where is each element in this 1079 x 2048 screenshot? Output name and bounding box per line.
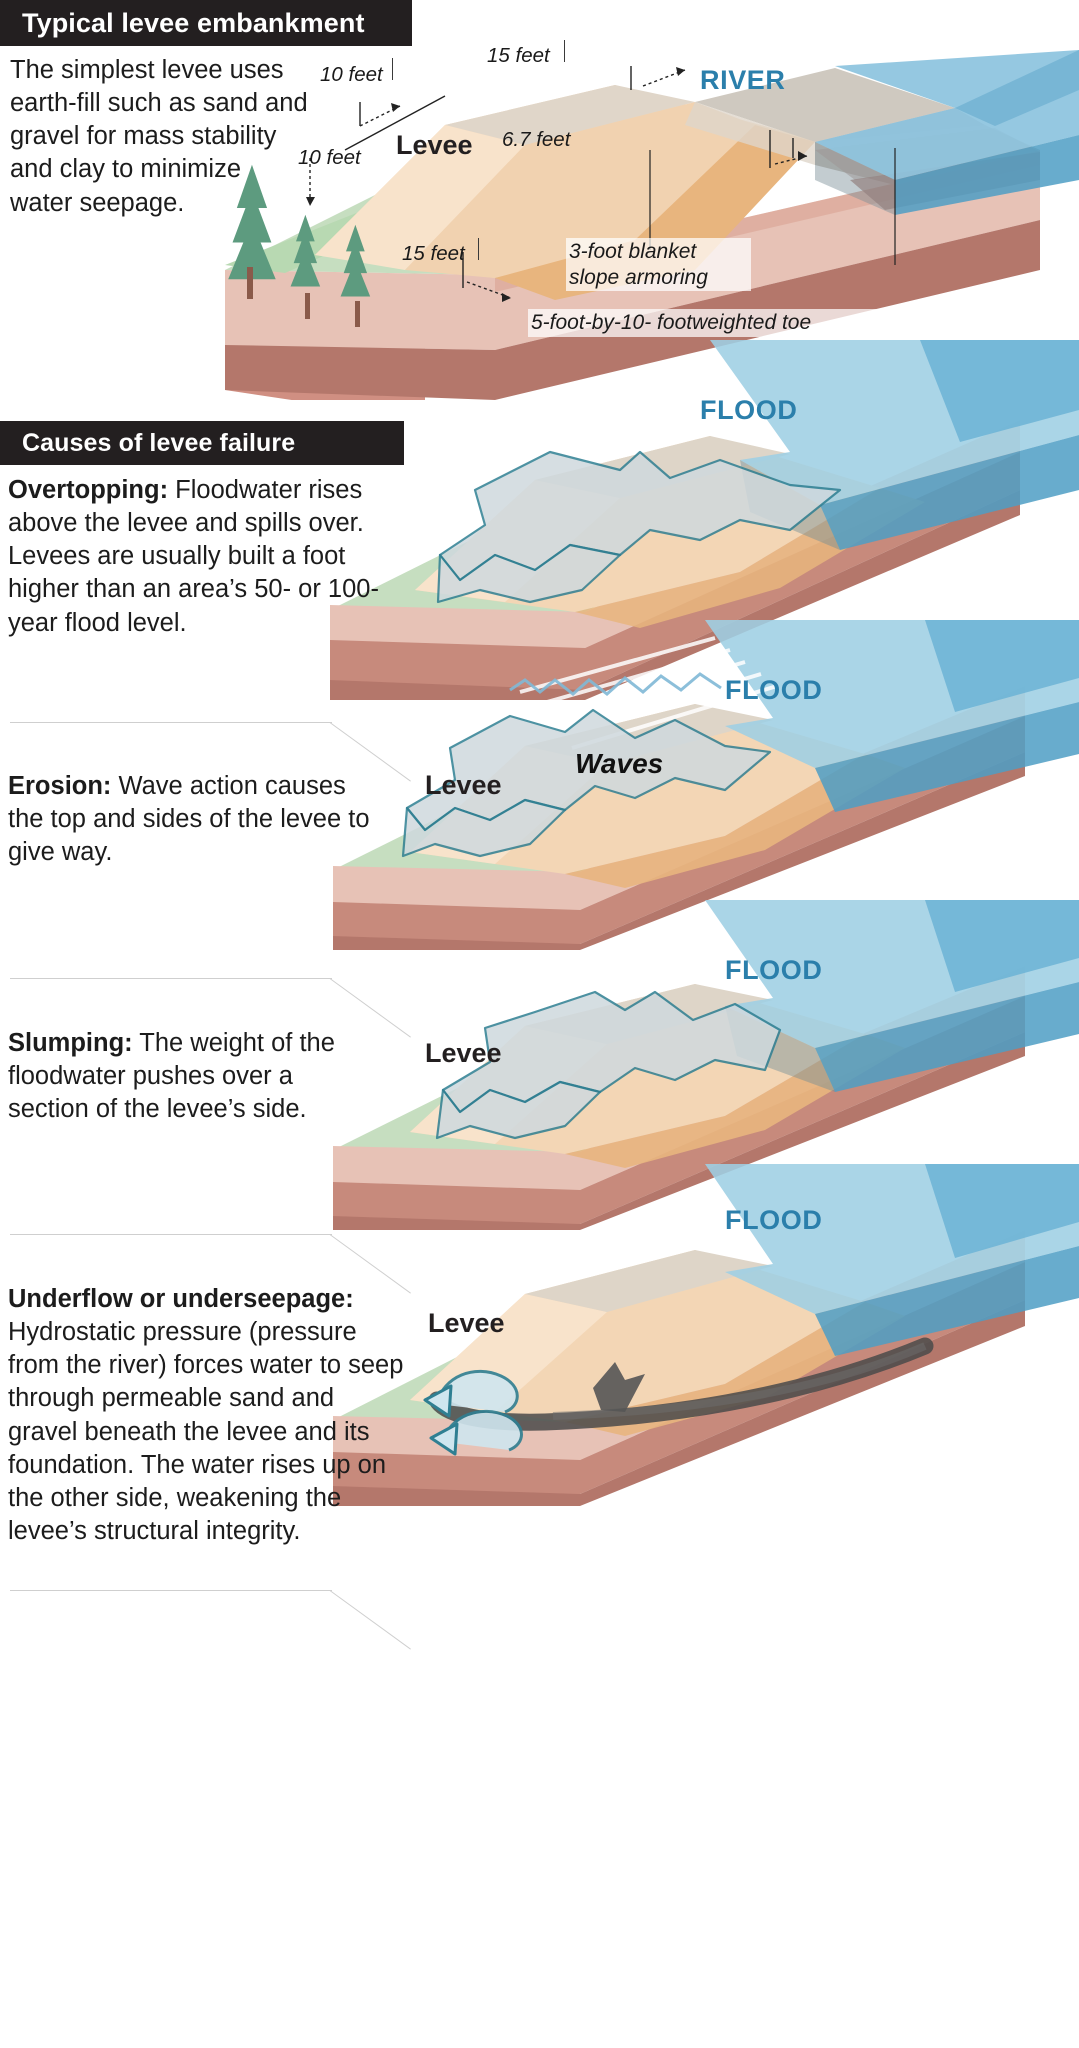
erosion-diagram bbox=[325, 620, 1079, 950]
label-flood-overtopping: FLOOD bbox=[700, 395, 798, 425]
label-levee-slumping: Levee bbox=[425, 1038, 502, 1068]
leader-berm-width bbox=[564, 40, 565, 62]
dimension-berm-width: 15 feet bbox=[487, 44, 550, 67]
label-flood-slumping: FLOOD bbox=[725, 955, 823, 985]
label-levee-embankment: Levee bbox=[396, 130, 473, 160]
section-header-embankment: Typical levee embankment bbox=[0, 0, 412, 46]
label-levee-erosion: Levee bbox=[425, 770, 502, 800]
separator-3a bbox=[10, 1234, 332, 1235]
label-levee-underseepage: Levee bbox=[428, 1308, 505, 1338]
underseepage-term: Underflow or underseepage: bbox=[8, 1285, 354, 1313]
slumping-diagram bbox=[325, 900, 1079, 1230]
dimension-riverside-height: 6.7 feet bbox=[502, 128, 571, 151]
separator-1a bbox=[10, 722, 332, 723]
dimension-landside-width: 15 feet bbox=[402, 242, 465, 265]
leader-landside-width bbox=[478, 238, 479, 260]
tree-icon bbox=[228, 164, 276, 299]
overtopping-text: Overtopping: Floodwater rises above the … bbox=[8, 474, 403, 640]
slumping-body: The weight of the floodwater pushes over… bbox=[8, 1029, 335, 1124]
dimension-crest-width: 10 feet bbox=[320, 63, 383, 86]
separator-4b bbox=[329, 1590, 411, 1650]
underseepage-diagram bbox=[325, 1150, 1079, 1510]
label-waves: Waves bbox=[575, 748, 664, 779]
underseepage-body: Hydrostatic pressure (pressure from the … bbox=[8, 1318, 404, 1545]
label-river: RIVER bbox=[700, 65, 786, 95]
embankment-intro-text: The simplest levee uses earth-fill such … bbox=[10, 56, 308, 217]
overtopping-term: Overtopping: bbox=[8, 476, 169, 504]
slumping-term: Slumping: bbox=[8, 1029, 133, 1057]
label-flood-underseepage: FLOOD bbox=[725, 1205, 823, 1235]
erosion-body: Wave action causes the top and sides of … bbox=[8, 772, 370, 867]
underseepage-text: Underflow or underseepage: Hydrostatic p… bbox=[8, 1283, 408, 1548]
dimension-height: 10 feet bbox=[298, 146, 361, 169]
label-flood-erosion: FLOOD bbox=[725, 675, 823, 705]
leader-crest-width bbox=[392, 58, 393, 80]
slumping-text: Slumping: The weight of the floodwater p… bbox=[8, 1027, 343, 1126]
callout-weighted-toe: 5-foot-by-10- footweighted toe bbox=[528, 309, 1068, 337]
callout-blanket-armoring: 3-foot blanket slope armoring bbox=[566, 238, 751, 292]
separator-2a bbox=[10, 978, 332, 979]
erosion-term: Erosion: bbox=[8, 772, 112, 800]
overtopping-diagram bbox=[320, 340, 1079, 700]
separator-4a bbox=[10, 1590, 332, 1591]
overtopping-body: Floodwater rises above the levee and spi… bbox=[8, 476, 379, 637]
erosion-text: Erosion: Wave action causes the top and … bbox=[8, 770, 388, 869]
section-header-failures: Causes of levee failure bbox=[0, 421, 404, 465]
